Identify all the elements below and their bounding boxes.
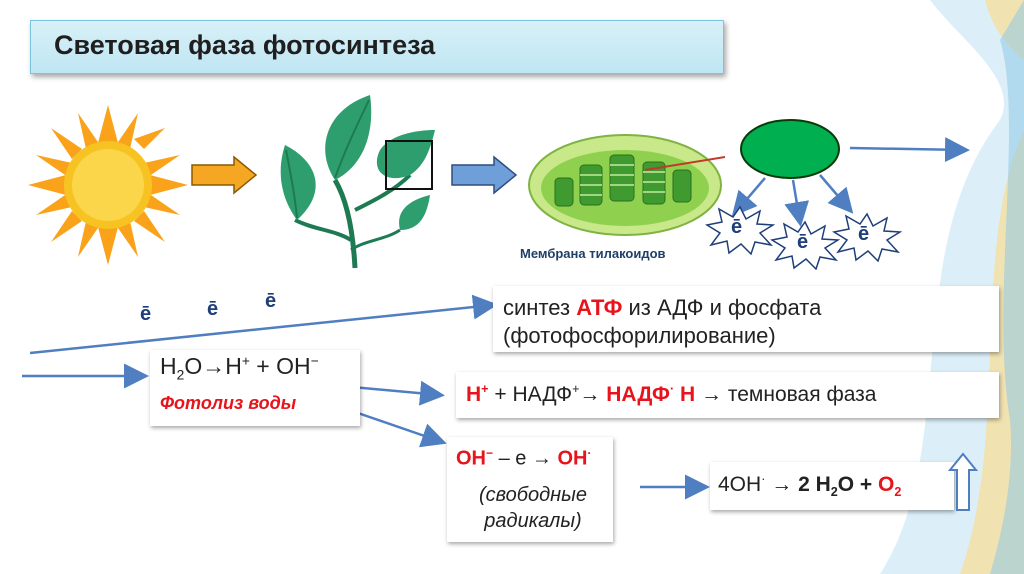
electron-free-2: ē [207, 298, 219, 320]
electron-star-1 [705, 205, 775, 255]
plant-illustration [280, 95, 435, 269]
oxygen-formula: 4OH· → 2 H2O + O2 [718, 472, 902, 500]
hydroxyl-formula: OH− – e → OH· [456, 446, 592, 470]
zoom-arrow [451, 155, 518, 195]
light-arrow [191, 155, 258, 195]
sun-icon [28, 105, 188, 265]
water-photolysis-box [150, 350, 360, 426]
atp-synthesis-box [493, 286, 999, 352]
oxygen-box [710, 462, 954, 510]
membrane-label: Мембрана тилакоидов [520, 246, 666, 261]
title-banner [30, 20, 724, 74]
page-title: Световая фаза фотосинтеза [54, 30, 436, 60]
hydroxyl-box [447, 437, 613, 542]
electron-label-2: ē [797, 231, 809, 253]
leaf-zoom-square [385, 140, 433, 190]
electron-star-3 [832, 212, 902, 262]
nadph-text: H+ + НАДФ+→ НАДФ· H → темновая фаза [466, 382, 877, 406]
membrane-label-box [505, 240, 713, 268]
nadph-box [456, 372, 999, 418]
electron-label-1: ē [731, 216, 743, 238]
water-photolysis-label: Фотолиз воды [160, 393, 297, 413]
oxygen-up-arrow [948, 452, 978, 511]
chloroplast-illustration [528, 134, 725, 236]
atp-synthesis-text: синтез АТФ из АДФ и фосфата (фотофосфори… [503, 295, 822, 348]
thylakoid-oval [740, 119, 840, 179]
electron-star-2 [770, 220, 840, 270]
electron-label-3: ē [858, 223, 870, 245]
electron-free-3: ē [265, 290, 277, 312]
electron-free-1: ē [140, 303, 152, 325]
water-photolysis-formula: H2O→H+ + OH− [160, 353, 319, 383]
